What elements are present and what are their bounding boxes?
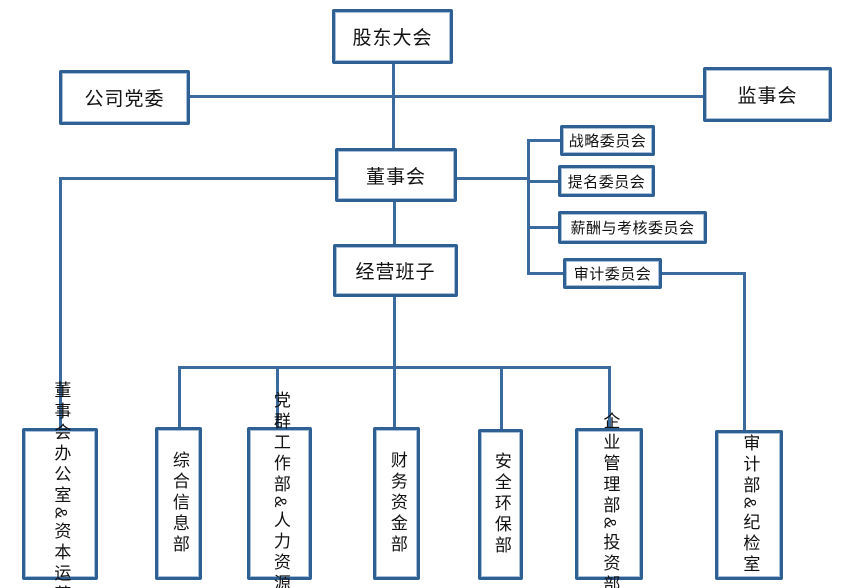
connector-party-to-supervisors — [190, 95, 703, 98]
dept-line: 安全环保部 — [491, 452, 511, 557]
connector-board-right-horizontal — [457, 177, 529, 180]
connector-left-down-to-dept1 — [59, 177, 62, 428]
connector-drop-dept3 — [276, 366, 279, 428]
node-dept-audit-discipline-inspection: 审计部& 纪检室 — [715, 430, 783, 580]
node-dept-safety-environmental: 安全环保部 — [478, 429, 523, 580]
connector-board-to-management — [393, 202, 396, 244]
dept-line: 资本运营部 — [51, 522, 71, 588]
node-dept-comprehensive-information: 综合信息部 — [155, 427, 202, 580]
node-party-committee: 公司党委 — [59, 70, 190, 125]
connector-drop-dept5 — [500, 366, 503, 430]
dept-vertical-text: 董事会办公室& 资本运营部 — [48, 381, 73, 588]
dept-line: 人力资源部 — [270, 511, 290, 588]
node-strategy-committee-label: 战略委员会 — [568, 133, 647, 150]
dept-line: 财务资金部 — [387, 451, 407, 556]
node-audit-committee: 审计委员会 — [563, 258, 662, 289]
connector-management-down — [393, 297, 396, 368]
node-board-of-directors-label: 董事会 — [365, 166, 426, 188]
node-strategy-committee: 战略委员会 — [560, 125, 655, 156]
connector-drop-dept4 — [393, 366, 396, 428]
node-dept-party-mass-work-human-resources: 党群工作部& 人力资源部 — [247, 391, 312, 588]
dept-line: 综合信息部 — [169, 451, 189, 556]
dept-line: 审计部& — [740, 434, 760, 513]
connector-branch-nomination — [527, 180, 558, 183]
connector-audit-right-horizontal — [662, 272, 746, 275]
dept-line: 企业管理部& — [600, 412, 620, 533]
connector-branch-remuneration — [527, 226, 558, 229]
node-shareholders-meeting-label: 股东大会 — [352, 28, 433, 49]
node-management-team: 经营班子 — [333, 244, 458, 297]
dept-line: 纪检室 — [740, 512, 760, 576]
node-dept-finance-funds: 财务资金部 — [373, 427, 420, 580]
node-nomination-committee-label: 提名委员会 — [567, 173, 646, 191]
node-dept-board-office-capital-operations: 董事会办公室& 资本运营部 — [22, 381, 98, 588]
node-remuneration-committee-label: 薪酬与考核委员会 — [570, 220, 695, 237]
dept-vertical-text: 审计部& 纪检室 — [737, 433, 762, 577]
dept-vertical-text: 党群工作部& 人力资源部 — [267, 391, 292, 588]
dept-vertical-text: 综合信息部 — [166, 430, 191, 577]
node-party-committee-label: 公司党委 — [84, 89, 165, 110]
node-nomination-committee: 提名委员会 — [558, 165, 655, 197]
connector-committee-spine — [527, 139, 530, 275]
connector-drop-dept6 — [608, 366, 611, 428]
dept-vertical-text: 财务资金部 — [384, 430, 409, 577]
dept-line: 董事会办公室& — [51, 380, 71, 523]
node-remuneration-committee: 薪酬与考核委员会 — [558, 211, 707, 244]
node-audit-committee-label: 审计委员会 — [573, 266, 652, 283]
node-management-team-label: 经营班子 — [355, 262, 436, 283]
node-shareholders-meeting: 股东大会 — [332, 9, 453, 64]
node-supervisory-board: 监事会 — [703, 67, 832, 122]
connector-audit-down-to-dept7 — [743, 272, 746, 430]
connector-shareholders-to-board — [392, 64, 395, 149]
connector-branch-strategy — [527, 139, 560, 142]
dept-vertical-text: 企业管理部& 投资部 — [597, 412, 622, 588]
node-dept-enterprise-management-investment: 企业管理部& 投资部 — [575, 412, 643, 588]
dept-vertical-text: 安全环保部 — [488, 432, 513, 577]
node-board-of-directors: 董事会 — [335, 148, 457, 202]
dept-line: 投资部 — [600, 532, 620, 588]
dept-line: 党群工作部& — [270, 390, 290, 512]
connector-drop-dept2 — [178, 366, 181, 428]
connector-branch-audit — [527, 272, 563, 275]
connector-board-left-horizontal — [60, 177, 335, 180]
node-supervisory-board-label: 监事会 — [737, 86, 798, 107]
